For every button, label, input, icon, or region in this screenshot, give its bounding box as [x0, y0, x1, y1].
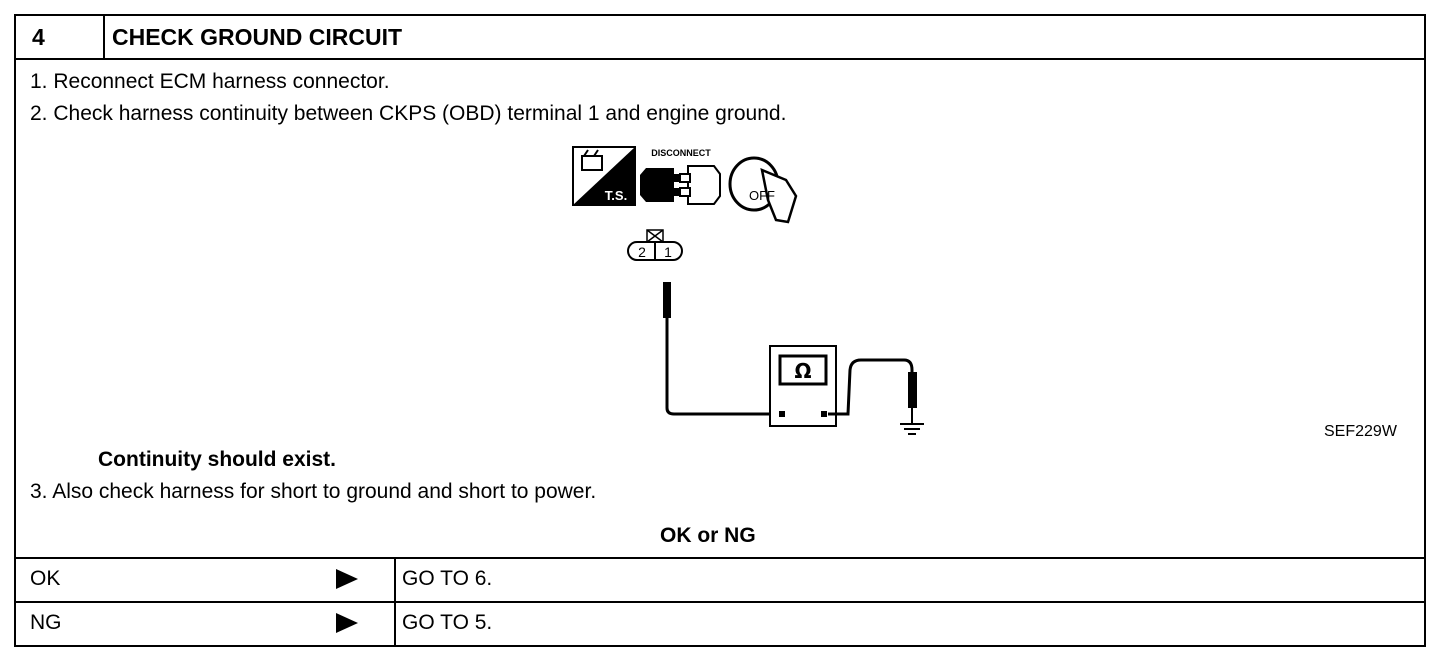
ground-probe — [908, 372, 917, 408]
results-middle-line — [16, 601, 1424, 603]
disconnect-connector-icon: DISCONNECT — [640, 148, 721, 205]
ts-label: T.S. — [605, 188, 627, 203]
spec-note: Continuity should exist. — [98, 448, 337, 471]
result-ng-action: GO TO 5. — [402, 611, 493, 634]
continuity-test-diagram: T.S. DISCONNECT OFF 2 1 — [572, 146, 924, 435]
disconnect-label: DISCONNECT — [651, 148, 711, 158]
ts-icon: T.S. — [572, 146, 636, 206]
instruction-2: 2. Check harness continuity between CKPS… — [30, 102, 787, 125]
connector-pin-1: 1 — [664, 244, 672, 260]
ignition-key-off-icon: OFF — [728, 156, 798, 224]
test-lead-ground — [828, 358, 914, 416]
results-top-line — [16, 557, 1424, 559]
result-ok-label: OK — [30, 567, 61, 590]
ground-symbol-icon — [900, 408, 924, 435]
figure-id: SEF229W — [1324, 423, 1397, 440]
probe-terminal-1 — [663, 282, 671, 318]
ok-arrow-icon — [336, 569, 358, 589]
ohm-symbol: Ω — [794, 359, 811, 383]
result-heading: OK or NG — [660, 524, 756, 547]
result-ok-action: GO TO 6. — [402, 567, 493, 590]
instruction-3: 3. Also check harness for short to groun… — [30, 480, 597, 503]
test-lead-positive — [665, 318, 778, 416]
step-title: CHECK GROUND CIRCUIT — [112, 24, 403, 50]
procedure-table: 4 CHECK GROUND CIRCUIT 1. Reconnect ECM … — [14, 14, 1426, 647]
ohmmeter: Ω — [769, 345, 837, 427]
result-ng-label: NG — [30, 611, 62, 634]
header-bottom-line — [16, 58, 1424, 60]
connector-pin-2: 2 — [638, 244, 646, 260]
step-number: 4 — [32, 24, 45, 50]
key-off-label: OFF — [749, 188, 775, 203]
instruction-1: 1. Reconnect ECM harness connector. — [30, 70, 390, 93]
ng-arrow-icon — [336, 613, 358, 633]
header-divider — [103, 16, 105, 58]
harness-connector: 2 1 — [627, 229, 683, 261]
